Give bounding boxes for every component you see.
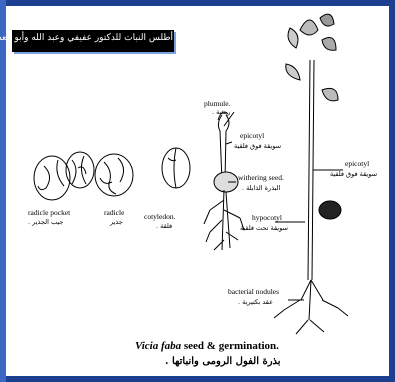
label-radicle-pocket-en: radicle pocket xyxy=(28,209,70,217)
label-radicle-ar: جذير xyxy=(110,218,123,226)
caption-arabic: بذرة الفول الرومى وانباتها . xyxy=(165,356,281,367)
seed-radicle xyxy=(95,154,133,196)
label-bacterial-nodules-en: bacterial nodules xyxy=(228,288,279,296)
label-withering-seed-en: withering seed. xyxy=(238,174,284,182)
label-hypocotyl-ar: سويقة تحت فلقية xyxy=(240,224,288,232)
epicotyl-left-leader xyxy=(226,142,232,144)
label-radicle-en: radicle xyxy=(104,209,124,217)
label-hypocotyl-en: hypocotyl xyxy=(252,214,282,222)
seed-cotyledon xyxy=(162,148,190,188)
label-epicotyl-left-ar: سويقة فوق فلقية xyxy=(234,142,281,150)
label-cotyledon-en: cotyledon. xyxy=(144,213,175,221)
caption-english: Vicia faba seed & germination. xyxy=(135,340,279,352)
label-epicotyl-left-en: epicotyl xyxy=(240,132,264,140)
label-cotyledon-ar: فلقة . xyxy=(156,222,172,230)
seed-radicle-pocket xyxy=(34,156,70,200)
label-withering-seed-ar: البذرة الذابلة . xyxy=(242,184,280,192)
seed-split xyxy=(66,152,94,188)
label-epicotyl-right-ar: سويقة فوق فلقية xyxy=(330,170,377,178)
label-radicle-pocket-ar: جيب الجذير . xyxy=(28,218,63,226)
caption-rest: seed & germination. xyxy=(181,340,279,352)
label-epicotyl-right-en: epicotyl xyxy=(345,160,369,168)
label-plumule-en: plumule. xyxy=(204,100,230,108)
label-plumule-ar: ريشة . xyxy=(212,108,230,116)
caption-species: Vicia faba xyxy=(135,340,181,352)
label-bacterial-nodules-ar: عقد بكتيرية . xyxy=(238,298,273,306)
